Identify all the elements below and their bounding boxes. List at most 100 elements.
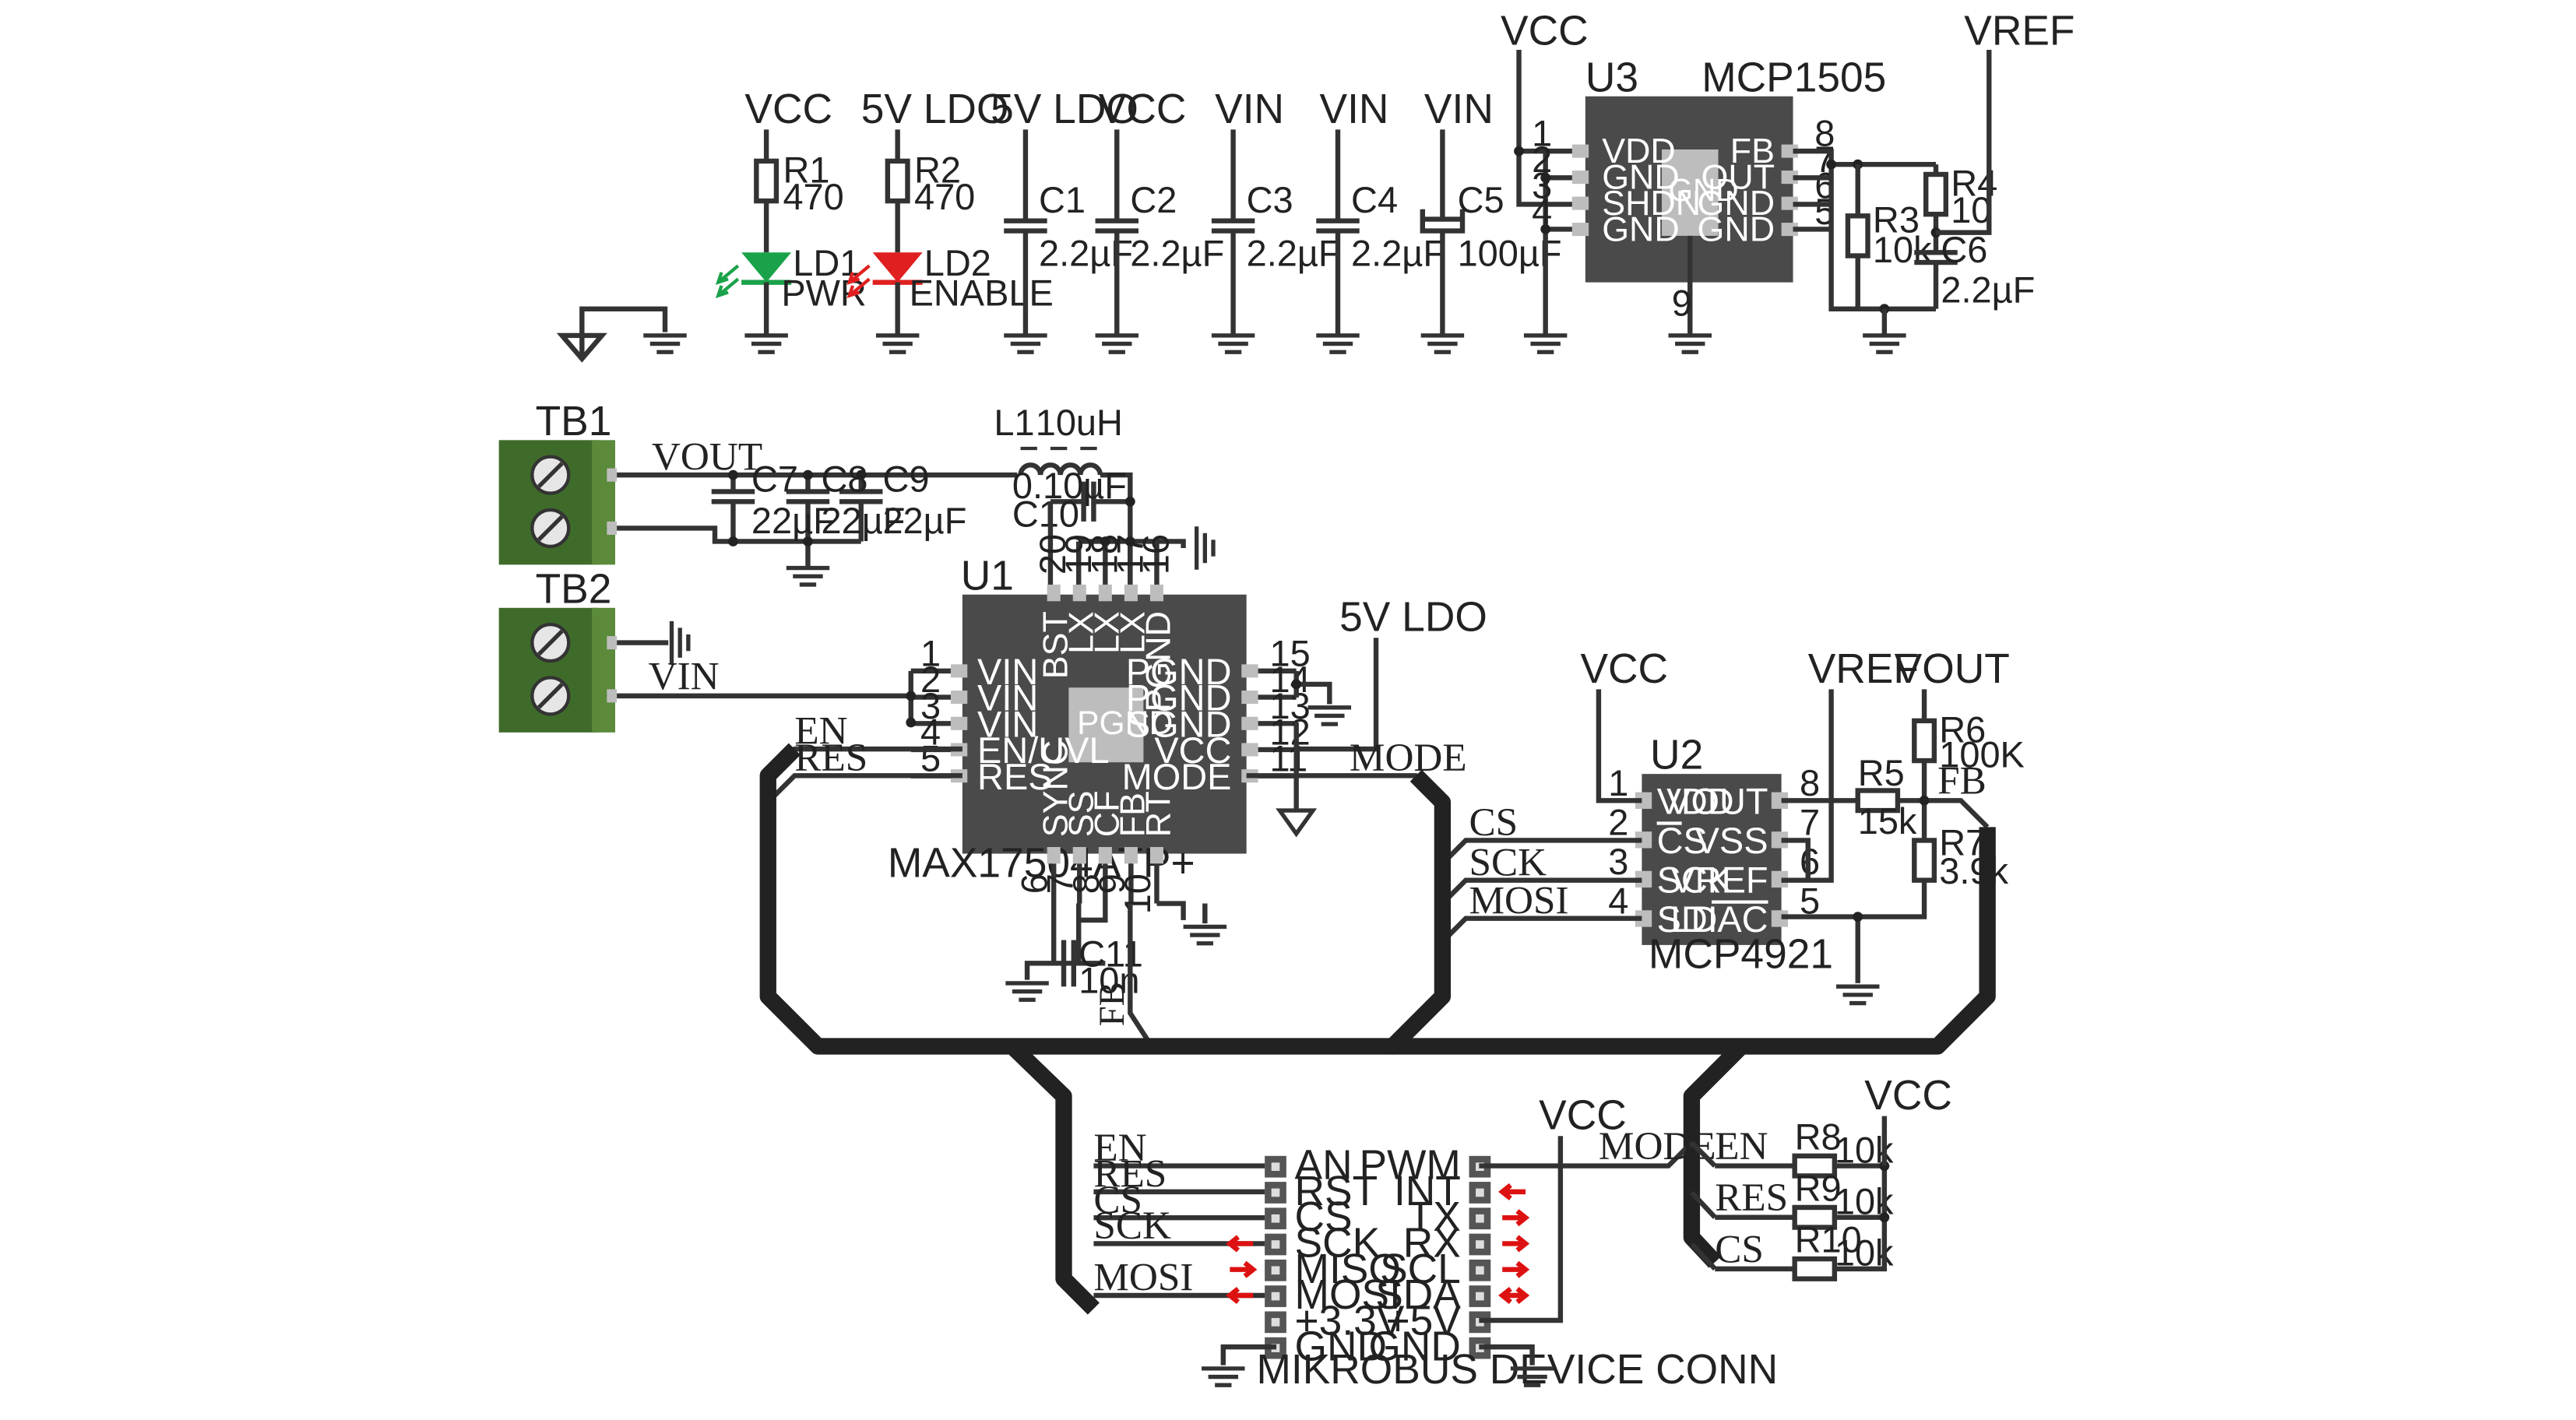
r7-ref: R7 xyxy=(1939,823,1986,863)
mb-left-pin-label: +3.3V xyxy=(1295,1298,1405,1344)
u1-pin-num: 18 xyxy=(1084,534,1124,575)
c6-value: 2.2µF xyxy=(1941,269,2035,310)
u1-pin-15 xyxy=(1241,664,1258,678)
u1-part: MAX17504ATP+ xyxy=(888,840,1195,886)
u1-pin-num: 17 xyxy=(1110,534,1150,575)
c5-ref: C5 xyxy=(1458,180,1504,220)
c5-supply-label: VIN xyxy=(1424,86,1494,132)
u3-pin-9: 9 xyxy=(1672,283,1692,323)
mode-net-label: MODE xyxy=(1350,736,1467,780)
u1-pin-13 xyxy=(1241,716,1258,730)
u3-pin-1 xyxy=(1571,144,1589,158)
u3-pin-num: 2 xyxy=(1532,139,1552,180)
u1-pin-name: RT xyxy=(1139,791,1178,837)
tb2-terminal-block: TB2 xyxy=(498,566,618,733)
r8-ref: R8 xyxy=(1795,1116,1842,1157)
r7-value: 3.9k xyxy=(1939,851,2008,891)
u3-pin-8 xyxy=(1781,144,1798,158)
u1-pin-8 xyxy=(1098,847,1112,864)
u2-pin-name: VSS xyxy=(1695,821,1768,861)
u2-vcc-label: VCC xyxy=(1580,646,1668,692)
mb-left-pin-label: AN xyxy=(1295,1143,1353,1189)
mb-right-pin-label: PWM xyxy=(1360,1143,1461,1189)
r2-ref: R2 xyxy=(914,150,961,191)
u1-pin-7 xyxy=(1072,847,1086,864)
vref-label: VREF xyxy=(1964,9,2075,54)
u1-pin-num: 20 xyxy=(1033,534,1073,575)
u3-pin-4 xyxy=(1571,223,1589,237)
u3-pin-name: FB xyxy=(1730,132,1775,170)
u1-ref: U1 xyxy=(961,553,1014,599)
r3-ref: R3 xyxy=(1873,200,1920,241)
u2-pin-3 xyxy=(1635,870,1652,888)
mb-right-pin-label: SDA xyxy=(1375,1272,1461,1318)
u1-pin-num: 16 xyxy=(1135,534,1176,575)
c8-ref: C8 xyxy=(822,459,868,499)
mb-right-pin-label: TX xyxy=(1408,1194,1461,1240)
ld2-led xyxy=(872,252,923,283)
u2-pin-name: VOUT xyxy=(1666,781,1768,821)
u2-pin-num: 2 xyxy=(1608,802,1628,842)
mb-left-net: RES xyxy=(1093,1151,1167,1196)
r1-ref: R1 xyxy=(783,150,829,191)
u1-pin-9 xyxy=(1124,847,1138,864)
u1-pin-num: 6 xyxy=(1015,873,1055,894)
r4-value: 10 xyxy=(1951,190,1991,230)
ldo-label: 5V LDO xyxy=(861,86,1009,132)
r6-ref: R6 xyxy=(1939,710,1986,750)
r10-ref: R10 xyxy=(1795,1220,1862,1260)
u3-center-label: GND xyxy=(1669,172,1739,208)
u1-pin-num: 3 xyxy=(920,686,941,726)
decoupling-caps: 5V LDO C1 2.2µF VCC C2 2.2µF VIN C3 2.2µ… xyxy=(991,86,1562,352)
u1-pin-name: PGND xyxy=(1139,611,1178,712)
u2-pin-name: SDI xyxy=(1657,899,1718,940)
ld1-branch: VCC R1 470 LD1 PWR xyxy=(715,86,867,352)
u3-pin-name: GND xyxy=(1698,184,1775,223)
c3-value: 2.2µF xyxy=(1247,233,1341,273)
r7-resistor xyxy=(1912,838,1937,883)
ld2-value: ENABLE xyxy=(910,273,1054,314)
u1-pin-name: SGND xyxy=(1126,704,1232,744)
u2-vout-label: VOUT xyxy=(1895,646,2010,692)
u1-pin-num: 9 xyxy=(1092,873,1132,894)
signal-bus xyxy=(759,743,1996,1315)
c10-ref: C10 xyxy=(1012,494,1079,534)
u1-pin-num: 13 xyxy=(1270,686,1311,726)
u3-pin-5 xyxy=(1781,223,1798,237)
ld1-ref: LD1 xyxy=(793,243,860,283)
mb-left-net: MOSI xyxy=(1093,1256,1193,1300)
l1-ref: L1 xyxy=(994,402,1034,443)
r1-value: 470 xyxy=(783,177,843,217)
u1-pin-name: LX xyxy=(1087,611,1126,654)
u1-pin-12 xyxy=(1241,743,1258,757)
mb-left-pin-label: SCK xyxy=(1295,1221,1381,1267)
c4-value: 2.2µF xyxy=(1351,233,1445,273)
u1-pin-20 xyxy=(1047,584,1061,602)
c10-value: 0.10µF xyxy=(1012,466,1127,506)
u1-pin-name: BST xyxy=(1036,611,1075,679)
c9-ref: C9 xyxy=(882,459,929,499)
u3-vcc-label: VCC xyxy=(1501,9,1589,54)
pullup-cs-net: CS xyxy=(1715,1227,1764,1271)
mb-left-net: CS xyxy=(1093,1178,1142,1222)
u1-ldo-label: 5V LDO xyxy=(1339,595,1487,641)
u1-pin-num: 2 xyxy=(920,659,941,700)
output-filter: VOUT C7 22µF C8 22µF C9 22µF L1 10uH 0.1… xyxy=(617,402,1213,602)
u1-thermal-pad xyxy=(1068,687,1144,763)
c9-value: 22µF xyxy=(882,501,966,541)
mb-left-pin-label: RST xyxy=(1295,1169,1378,1214)
u1-pin-num: 14 xyxy=(1270,659,1311,700)
pullup-en-net: EN xyxy=(1715,1124,1768,1169)
u1-pin-1 xyxy=(950,664,968,678)
u1-pin-name: EN/UVL xyxy=(977,730,1110,771)
u2-ref: U2 xyxy=(1650,733,1703,779)
c1-ref: C1 xyxy=(1039,180,1086,220)
u2-cs-net: CS xyxy=(1469,800,1519,845)
c1-supply-label: 5V LDO xyxy=(991,86,1138,132)
u2-pin-num: 1 xyxy=(1608,763,1628,803)
c4-ref: C4 xyxy=(1351,180,1398,220)
mb-right-pin-label: SCL xyxy=(1380,1246,1461,1292)
